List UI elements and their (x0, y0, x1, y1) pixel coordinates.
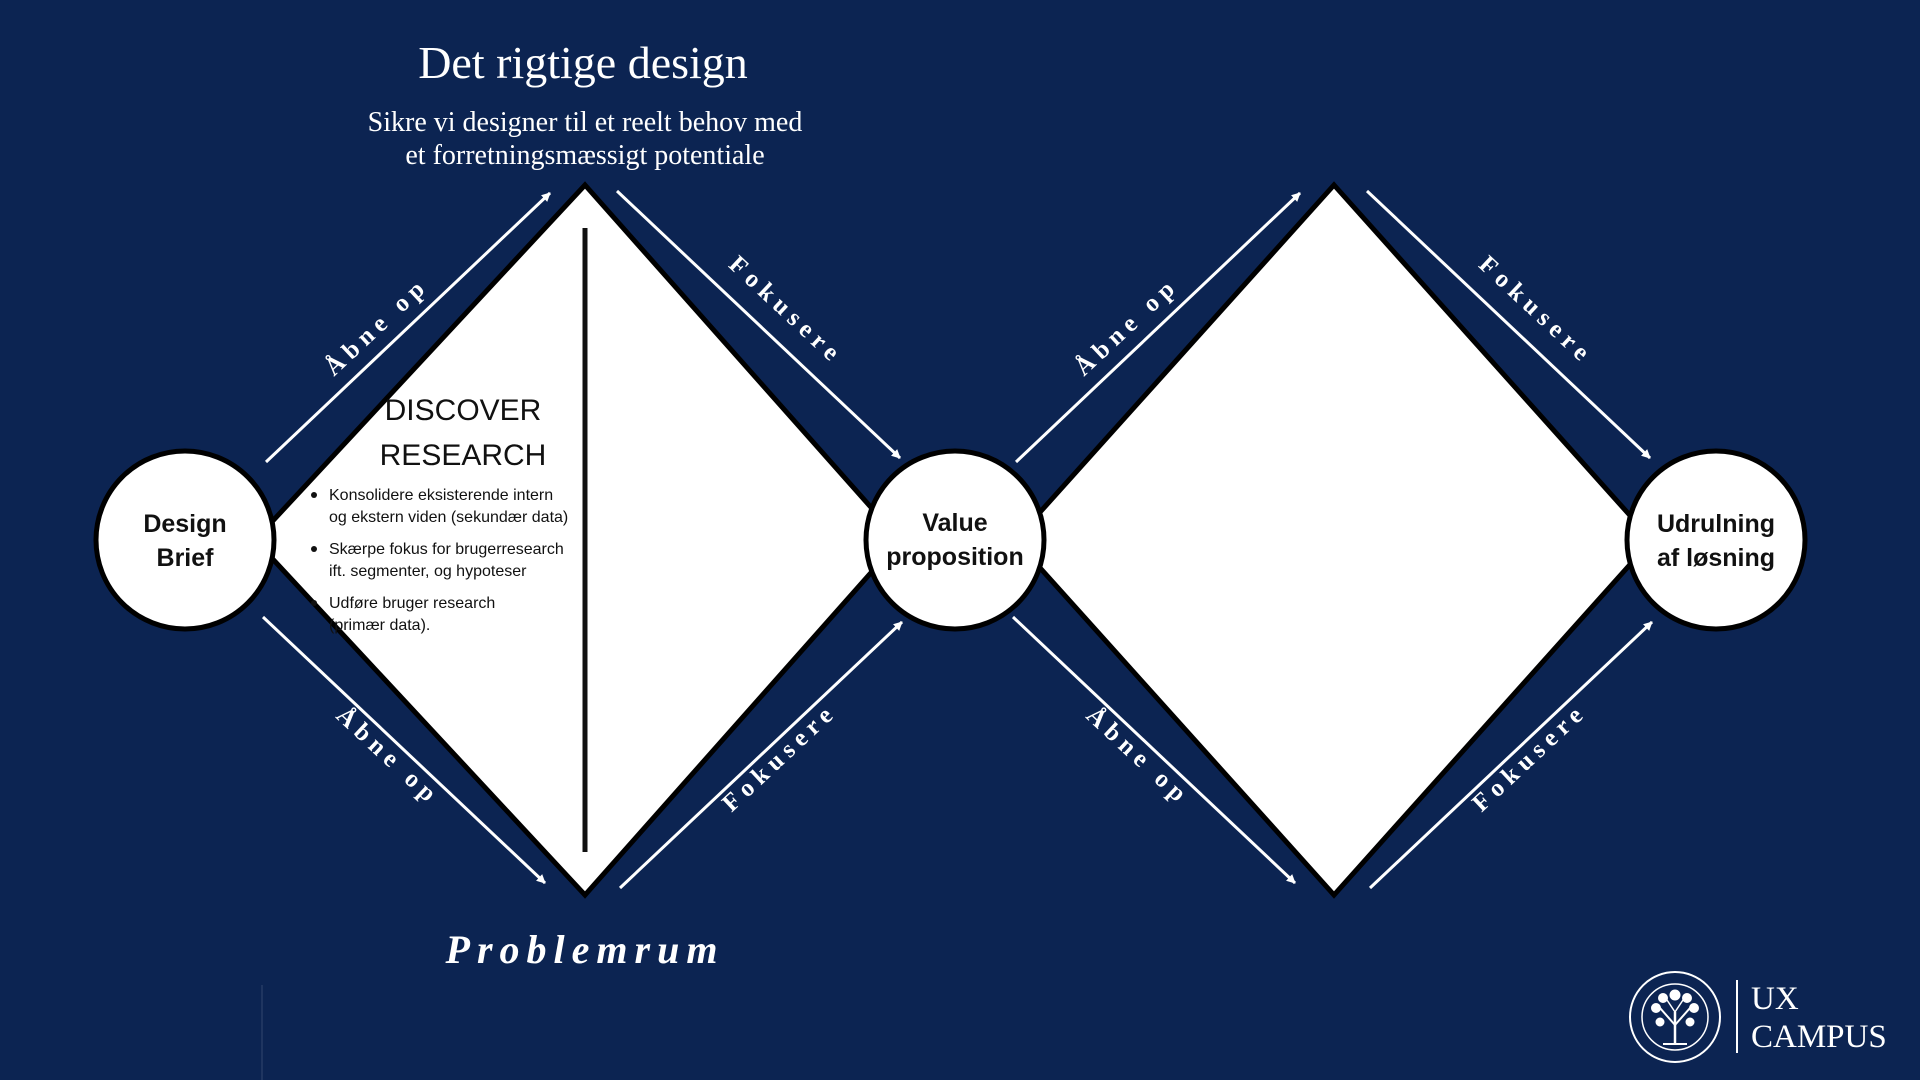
node-value-proposition-line1: Value (922, 509, 987, 537)
diamond-discover-define (251, 181, 904, 899)
arrow-focus-up-2 (1368, 620, 1654, 890)
arrow-open-up-2 (1014, 191, 1302, 464)
bullet-dot (311, 546, 317, 552)
arrow-focus-down-1 (615, 189, 902, 460)
arrow-focus-up-1 (618, 620, 904, 890)
diagram-subtitle-line1: Sikre vi designer til et reelt behov med (368, 107, 803, 138)
logo-seal-outer (1629, 971, 1721, 1063)
bullet-text: ift. segmenter, og hypoteser (329, 563, 527, 580)
arrow-open-down-2 (1011, 615, 1297, 885)
arrow-open-up-1 (264, 191, 552, 464)
bullet-text: Skærpe fokus for brugerresearch (329, 541, 564, 558)
bullet-dot (311, 600, 317, 606)
arrow-focus-down-2 (1365, 189, 1652, 460)
node-design-brief-line2: Brief (157, 544, 215, 572)
bullet-text: Udføre bruger research (329, 595, 495, 612)
node-udrulning-line1: Udrulning (1657, 510, 1775, 538)
tree-icon (1651, 989, 1699, 1045)
ux-campus-logo: UX CAMPUS (1629, 971, 1887, 1063)
bullet-text: og ekstern viden (sekundær data) (329, 509, 568, 526)
bullet-dot (311, 492, 317, 498)
research-heading: RESEARCH (380, 439, 547, 472)
discover-bullet-list: Konsolidere eksisterende intern og ekste… (311, 487, 568, 634)
diamond-develop-deliver (1011, 181, 1656, 899)
node-value-proposition-line2: proposition (886, 543, 1023, 571)
phase-label-problemrum: Problemrum (445, 927, 725, 972)
bullet-text: Konsolidere eksisterende intern (329, 487, 553, 504)
logo-text-ux: UX (1751, 981, 1799, 1017)
logo-text-campus: CAMPUS (1751, 1019, 1887, 1055)
diagram-title: Det rigtige design (418, 37, 748, 88)
node-udrulning-line2: af løsning (1657, 544, 1775, 572)
arrow-open-down-1 (261, 615, 547, 885)
diagram-subtitle-line2: et forretningsmæssigt potentiale (405, 140, 764, 171)
bullet-text: (primær data). (329, 617, 430, 634)
label-open-up-2: Åbne op (1069, 271, 1184, 381)
discover-heading: DISCOVER (385, 394, 542, 427)
node-design-brief: Design Brief (93, 448, 277, 632)
logo-seal-inner (1641, 983, 1709, 1051)
node-value-proposition: Value proposition (863, 448, 1047, 632)
node-design-brief-line1: Design (143, 510, 226, 538)
node-udrulning: Udrulning af løsning (1624, 448, 1808, 632)
